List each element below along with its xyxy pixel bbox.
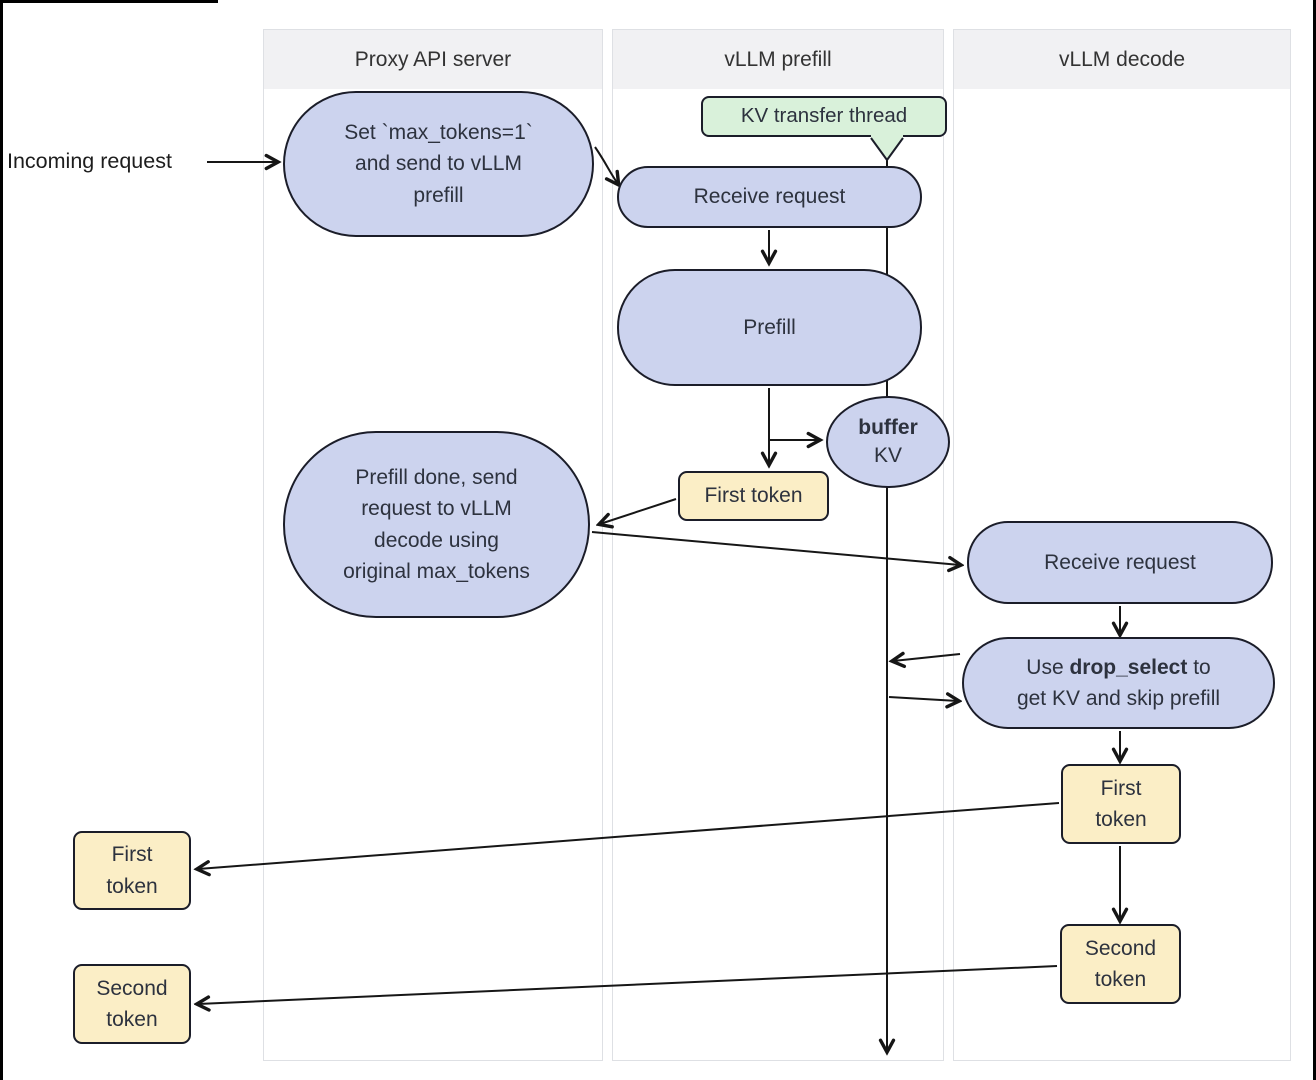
node-receive-request-prefill: Receive request bbox=[617, 166, 922, 228]
drop-select-line2: get KV and skip prefill bbox=[1016, 687, 1221, 710]
arrow-drop-select-to-lifeline bbox=[893, 654, 961, 661]
buffer-bold-text: buffer bbox=[858, 415, 918, 439]
buffer-kv-text: KV bbox=[873, 444, 902, 467]
incoming-request-label: Incoming request bbox=[7, 149, 172, 173]
frame-top-border bbox=[0, 0, 218, 3]
frame-right-border bbox=[1313, 0, 1316, 1080]
arrow-first-token-to-prefill-done bbox=[600, 498, 677, 524]
arrow-lifeline-to-drop-select bbox=[888, 697, 958, 701]
node-first-token-decode: First token bbox=[1061, 764, 1181, 844]
node-prefill-done: Prefill done, send request to vLLM decod… bbox=[283, 431, 590, 618]
lane-header-proxy: Proxy API server bbox=[264, 30, 602, 89]
node-drop-select: Use drop_select to get KV and skip prefi… bbox=[962, 637, 1275, 729]
node-receive-request-decode: Receive request bbox=[967, 521, 1273, 604]
drop-select-line1: Use drop_select to bbox=[1026, 655, 1211, 679]
frame-left-border bbox=[0, 0, 3, 1080]
node-prefill: Prefill bbox=[617, 269, 922, 386]
node-second-token-out: Second token bbox=[73, 964, 191, 1044]
node-first-token-prefill: First token bbox=[678, 471, 829, 521]
node-kv-transfer-thread: KV transfer thread bbox=[701, 96, 947, 137]
kv-thread-tail bbox=[870, 133, 904, 161]
arrow-prefill-done-to-receive-decode bbox=[591, 531, 960, 565]
node-second-token-decode: Second token bbox=[1060, 924, 1181, 1004]
node-set-max-tokens: Set `max_tokens=1` and send to vLLM pref… bbox=[283, 91, 594, 237]
lane-header-prefill: vLLM prefill bbox=[613, 30, 943, 89]
arrow-second-token-decode-to-out bbox=[198, 965, 1058, 1004]
node-buffer-kv: buffer KV bbox=[826, 396, 950, 488]
node-first-token-out: First token bbox=[73, 831, 191, 910]
arrow-proxy-to-receive-prefill bbox=[594, 146, 618, 184]
arrow-first-token-decode-to-out bbox=[198, 802, 1060, 869]
lane-header-decode: vLLM decode bbox=[954, 30, 1290, 89]
